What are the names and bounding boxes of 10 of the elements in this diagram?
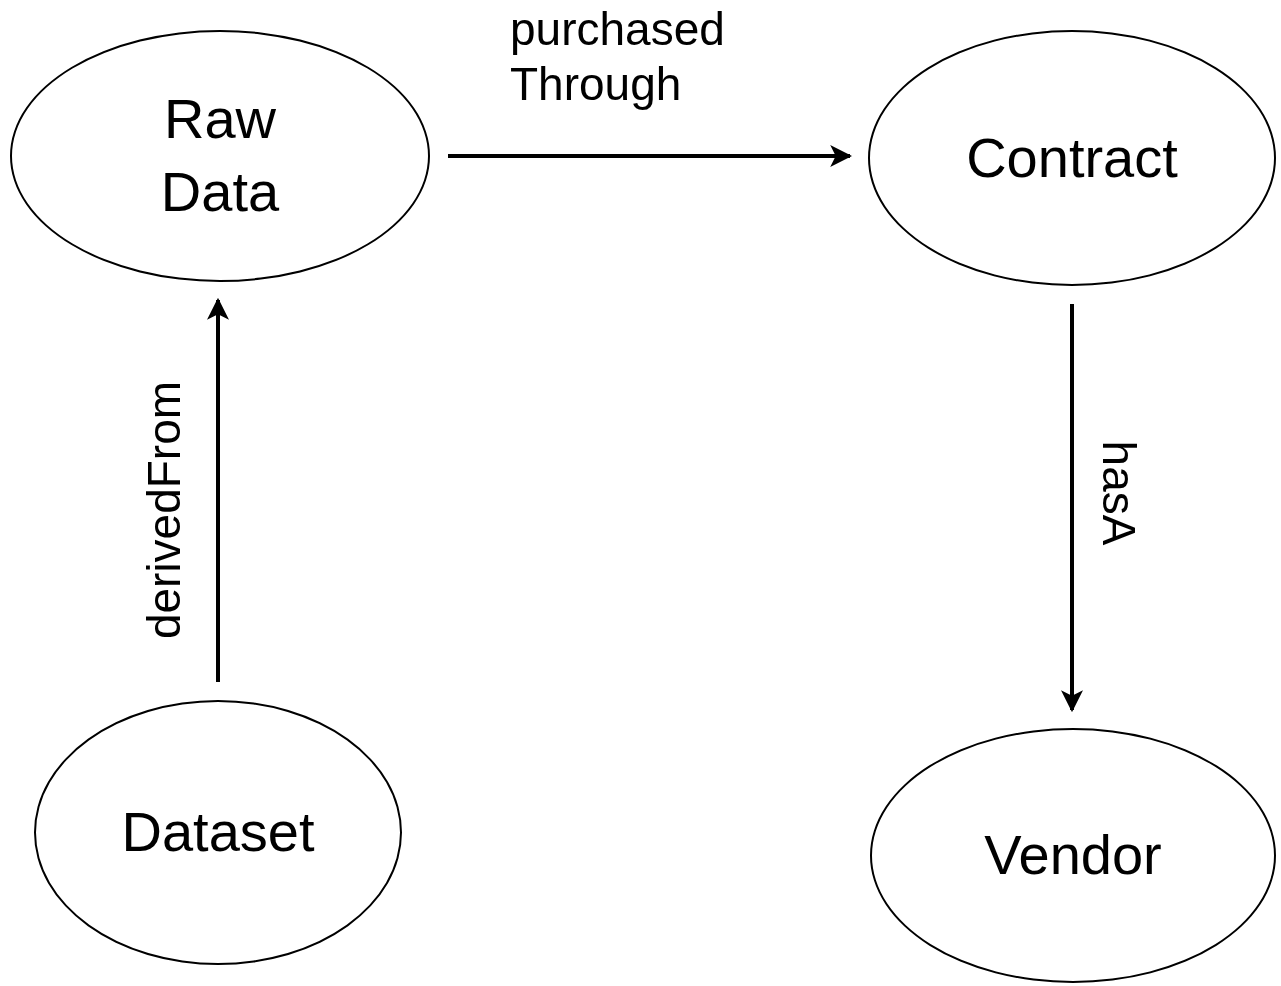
- edge-label: derivedFrom: [137, 380, 192, 640]
- arrow: [207, 297, 229, 682]
- entity-name: Dataset: [121, 799, 315, 866]
- entity-name: Vendor: [984, 822, 1162, 889]
- entity-name: Raw Data: [159, 86, 281, 225]
- edge-label: purchased Through: [510, 2, 726, 113]
- entity-name: Contract: [966, 124, 1178, 191]
- arrow: [1061, 304, 1083, 713]
- arrow: [448, 145, 853, 167]
- edge-label: hasA: [1091, 440, 1146, 546]
